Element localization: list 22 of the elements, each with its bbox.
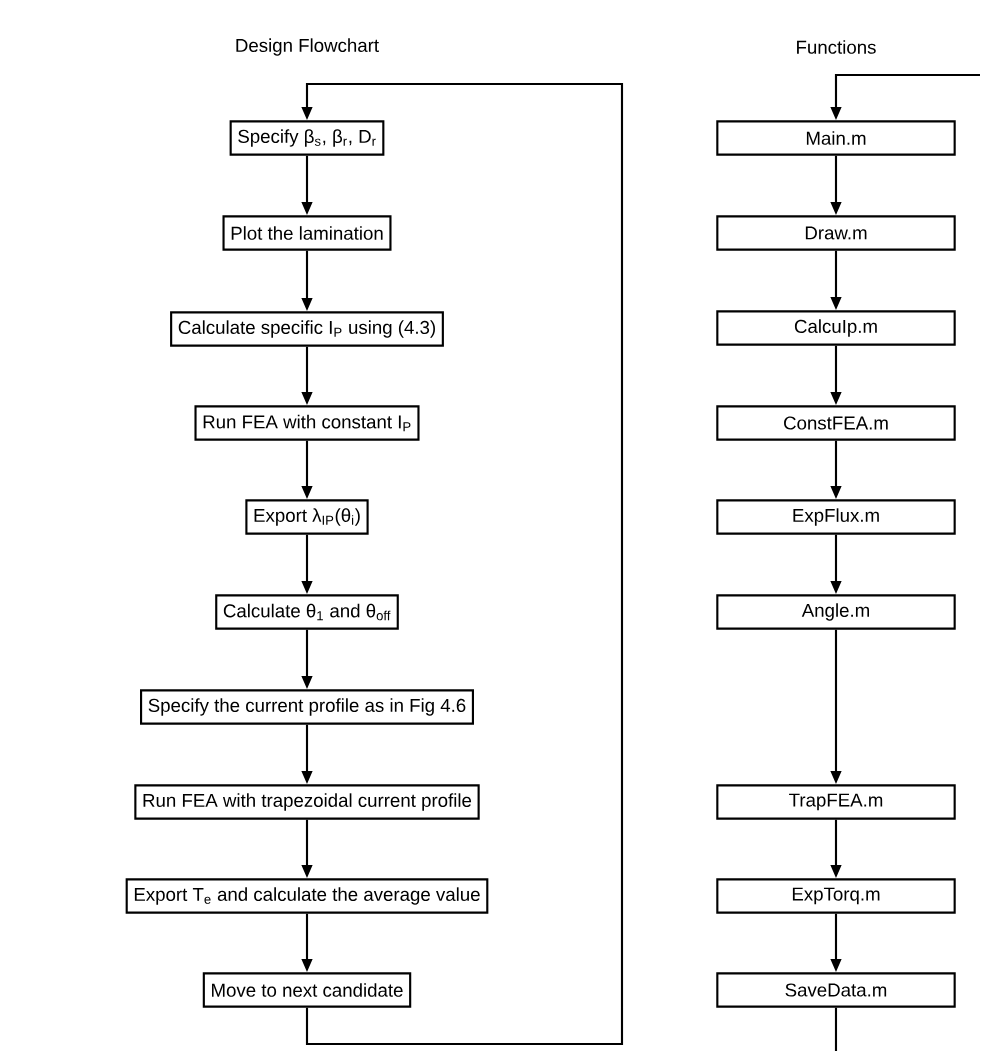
- heading: Design Flowchart: [236, 38, 379, 56]
- process-box: CalcuIp.m: [716, 310, 956, 346]
- process-box: Run FEA with trapezoidal current profile: [134, 784, 480, 820]
- process-box: Export λ$_{IP}$(θ$_{i}$): [245, 499, 369, 535]
- process-box: Calculate specific I$_{P}$ using (4.3): [170, 311, 444, 347]
- process-box: TrapFEA.m: [716, 784, 956, 820]
- process-box: SaveData.m: [716, 972, 956, 1008]
- process-box: Move to next candidate: [202, 972, 412, 1008]
- heading: Functions: [797, 40, 876, 54]
- process-box: Draw.m: [716, 215, 956, 251]
- process-box: Calculate θ$_{1}$ and θ$_{off}$: [215, 594, 399, 630]
- process-box: ConstFEA.m: [716, 405, 956, 441]
- process-box: Run FEA with constant I$_{P}$: [194, 405, 420, 441]
- process-box: Plot the lamination: [222, 215, 392, 251]
- process-box: Specify β$_{s}$, β$_{r}$, D$_{r}$: [229, 120, 385, 156]
- process-box: ExpFlux.m: [716, 499, 956, 535]
- process-box: Main.m: [716, 120, 956, 156]
- process-box: Specify the current profile as in Fig 4.6: [140, 689, 474, 725]
- process-box: Angle.m: [716, 594, 956, 630]
- process-box: Export T$_{e}$ and calculate the average value: [125, 878, 489, 914]
- arrow: [301, 82, 624, 1046]
- process-box: ExpTorq.m: [716, 878, 956, 914]
